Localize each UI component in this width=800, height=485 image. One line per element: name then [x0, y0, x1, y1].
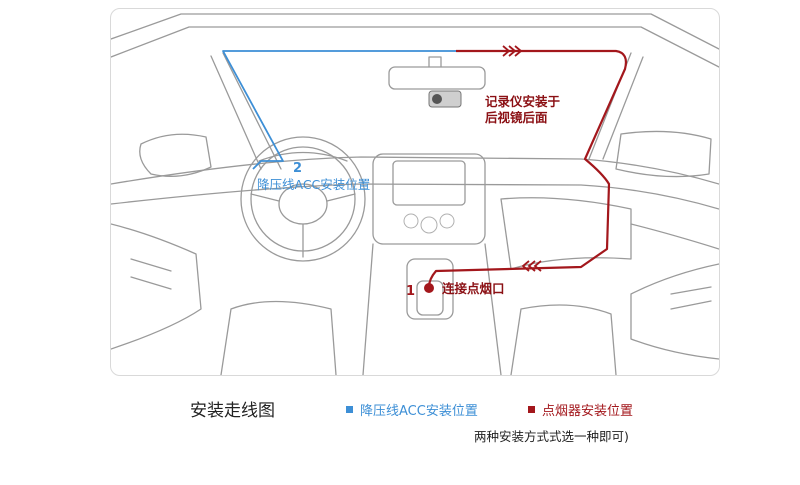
legend-cigarette-swatch: [528, 406, 535, 413]
car-interior-sketch: [111, 13, 719, 375]
marker-2: 2: [293, 161, 303, 176]
legend-acc-swatch: [346, 406, 353, 413]
cigarette-socket-marker: [424, 283, 434, 293]
installation-diagram: 记录仪安装于 后视镜后面 2 降压线ACC安装位置 1 连接点烟口: [110, 8, 720, 376]
acc-location-label: 降压线ACC安装位置: [257, 177, 371, 192]
acc-wire-route: [222, 50, 456, 170]
dvr-location-label-line2: 后视镜后面: [485, 110, 548, 125]
legend-acc: 降压线ACC安装位置: [346, 400, 478, 419]
marker-1: 1: [406, 284, 416, 299]
legend-cigarette: 点烟器安装位置: [528, 400, 633, 419]
install-note: 两种安装方式式选一种即可): [474, 429, 629, 444]
cigarette-location-label: 连接点烟口: [442, 281, 505, 296]
center-console: [372, 153, 486, 245]
rear-view-mirror: [388, 66, 486, 90]
dvr-location-label-line1: 记录仪安装于: [485, 94, 561, 109]
legend-acc-label: 降压线ACC安装位置: [360, 404, 478, 419]
steering-wheel: [240, 136, 366, 262]
legend-cigarette-label: 点烟器安装位置: [542, 404, 634, 419]
cigarette-wire-route: [427, 49, 628, 288]
diagram-caption: 安装走线图: [190, 401, 275, 421]
